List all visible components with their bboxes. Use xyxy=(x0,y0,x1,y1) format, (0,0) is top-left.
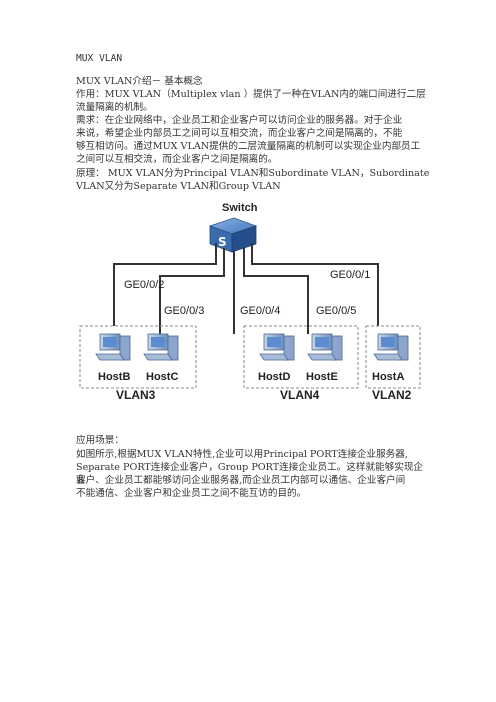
scenario-line-3: 客户、企业员工都能够访问企业服务器,而企业员工内部可以通信、企业客户间 xyxy=(76,475,406,486)
vlan-label-vlan3: VLAN3 xyxy=(116,388,156,402)
host-label-hoste: HostE xyxy=(306,371,338,383)
vlan2-box xyxy=(365,325,421,389)
doc-subtitle: MUX VLAN介绍－ 基本概念 xyxy=(76,76,203,87)
need-line-3: 够互相访问。通过MUX VLAN提供的二层流量隔离的机制可以实现企业内部员工 xyxy=(76,141,421,152)
host-label-hosta: HostA xyxy=(372,371,404,383)
vlan4-box xyxy=(243,325,359,389)
pc-icon-hosta xyxy=(373,333,409,361)
purpose-line-2: 流量隔离的机制。 xyxy=(76,102,153,113)
port-label-ge001: GE0/0/1 xyxy=(330,269,370,281)
vlan-label-vlan4: VLAN4 xyxy=(280,388,320,402)
host-label-hostb: HostB xyxy=(98,371,130,383)
mux-vlan-diagram: Switch S GE0/0/2 GE0/0/3 GE0/0/4 GE0/0/5… xyxy=(76,196,424,402)
switch-glyph: S xyxy=(218,235,227,249)
network-links xyxy=(113,243,379,334)
scenario-line-2: Separate PORT连接企业客户，Group PORT连接企业员工。这样就… xyxy=(76,462,424,486)
pc-icon-hostc xyxy=(143,333,179,361)
doc-title: MUX VLAN xyxy=(76,53,123,64)
port-label-ge003: GE0/0/3 xyxy=(164,305,204,317)
principle-line-2: VLAN又分为Separate VLAN和Group VLAN xyxy=(76,181,281,192)
purpose-line-1: 作用：MUX VLAN（Multiplex vlan ）提供了一种在VLAN内的… xyxy=(76,89,426,100)
need-line-1: 需求：在企业网络中，企业员工和企业客户可以访问企业的服务器。对于企业 xyxy=(76,115,403,126)
scenario-line-1: 如图所示,根据MUX VLAN特性,企业可以用Principal PORT连接企… xyxy=(76,449,408,460)
scenario-title: 应用场景： xyxy=(76,435,124,446)
pc-icon-hostb xyxy=(95,333,131,361)
port-label-ge004: GE0/0/4 xyxy=(240,305,280,317)
port-label-ge005: GE0/0/5 xyxy=(316,305,356,317)
vlan-label-vlan2: VLAN2 xyxy=(372,388,412,402)
switch-label: Switch xyxy=(222,202,258,214)
host-label-hostc: HostC xyxy=(146,371,178,383)
need-line-4: 之间可以互相交流，而企业客户之间是隔离的。 xyxy=(76,154,278,165)
principle-line-1: 原理： MUX VLAN分为Principal VLAN和Subordinate… xyxy=(76,168,430,179)
port-label-ge002: GE0/0/2 xyxy=(124,279,164,291)
pc-icon-hoste xyxy=(307,333,343,361)
need-line-2: 来说，希望企业内部员工之间可以互相交流，而企业客户之间是隔离的，不能 xyxy=(76,128,403,139)
vlan3-box xyxy=(79,325,197,389)
host-label-hostd: HostD xyxy=(258,371,290,383)
pc-icon-hostd xyxy=(259,333,295,361)
scenario-line-4: 不能通信、企业客户和企业员工之间不能互访的目的。 xyxy=(76,488,307,499)
